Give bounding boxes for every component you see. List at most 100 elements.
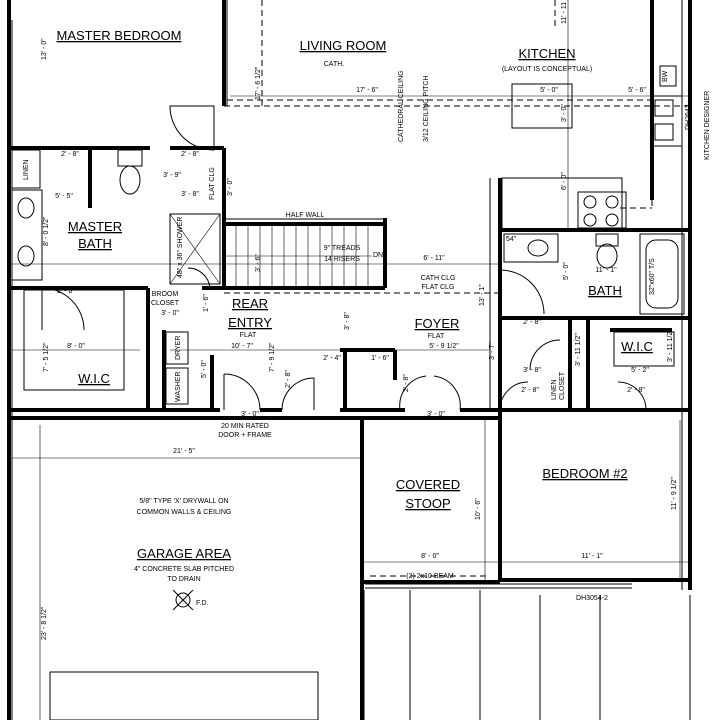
note-linen-closet: CLOSET	[559, 371, 566, 400]
note-flat-rear: FLAT	[240, 332, 257, 339]
note-drywall-2: COMMON WALLS & CEILING	[137, 509, 232, 516]
walls	[7, 0, 692, 720]
dim-3-8-a: 3' - 8"	[181, 191, 199, 198]
note-slab-1: 4" CONCRETE SLAB PITCHED	[134, 566, 234, 573]
dim-23-8-half: 23' - 8 1/2"	[41, 606, 48, 640]
dim-6-0-kitchen: 6' - 0"	[561, 172, 568, 190]
dim-2-8-f: 2' - 8"	[523, 319, 541, 326]
dim-5-0-laundry: 5' - 0"	[201, 360, 208, 378]
dim-8-0-stoop: 8' - 0"	[421, 553, 439, 560]
room-kitchen: KITCHEN	[518, 46, 575, 61]
dim-5-6: 5' - 6"	[628, 87, 646, 94]
note-flat-clg: FLAT CLG	[422, 284, 455, 291]
dim-3-0-broom: 3' - 0"	[161, 310, 179, 317]
dimension-labels: 13' - 0" 17' - 6 1/2" 17' - 6" 5' - 0" 5…	[41, 2, 678, 640]
note-half-wall: HALF WALL	[286, 212, 325, 219]
note-linen-left: LINEN	[23, 159, 30, 180]
dim-2-8-e: 2' - 8"	[403, 374, 410, 392]
room-master-bath-line1: MASTER	[68, 219, 122, 234]
beam-hatch	[365, 583, 632, 589]
dim-7-9-half: 7' - 9 1/2"	[269, 342, 276, 372]
note-kitchen-designer: KITCHEN DESIGNER	[704, 91, 711, 160]
room-master-bedroom: MASTER BEDROOM	[57, 28, 182, 43]
dim-3-0-v: 3' - 0"	[227, 178, 234, 196]
dim-11-1-bath: 11' - 1"	[595, 267, 617, 274]
dim-5-9-half: 5' - 9 1/2"	[429, 343, 459, 350]
dim-3-9: 3' - 9"	[163, 172, 181, 179]
room-wic-right: W.I.C	[621, 339, 653, 354]
dim-10-7: 10' - 7"	[231, 343, 253, 350]
room-labels: MASTER BEDROOM LIVING ROOM KITCHEN MASTE…	[57, 28, 653, 561]
dashed-lines	[224, 0, 690, 577]
dim-11-top: 11' - 11	[561, 2, 568, 24]
room-master-bath-line2: BATH	[78, 236, 112, 251]
note-kitchen-layout: (LAYOUT IS CONCEPTUAL)	[502, 66, 592, 73]
room-covered-stoop-line2: STOOP	[405, 496, 450, 511]
dim-8-0-half: 8' - 0 1/2"	[43, 216, 50, 246]
note-flat-foyer: FLAT	[428, 333, 445, 340]
note-treads: 9" TREADS	[324, 245, 361, 252]
dim-3-6-stair: 3' - 6"	[255, 254, 262, 272]
dim-6-11: 6' - 11"	[423, 255, 445, 262]
room-rear-entry-line1: REAR	[232, 296, 268, 311]
dim-8-0-wic: 8' - 0"	[67, 343, 85, 350]
room-foyer: FOYER	[415, 316, 460, 331]
note-dn: DN	[373, 252, 383, 259]
dim-2-8-g: 2' - 8"	[521, 387, 539, 394]
room-rear-entry-line2: ENTRY	[228, 315, 272, 330]
dim-2-4: 2' - 4"	[323, 355, 341, 362]
room-covered-stoop-line1: COVERED	[396, 477, 460, 492]
dim-1-6-b: 1' - 6"	[371, 355, 389, 362]
note-cath: CATH.	[324, 61, 345, 68]
note-broom: BROOM	[152, 291, 179, 298]
dim-3-8-c: 3' - 8"	[523, 367, 541, 374]
dim-1-6: 1' - 6"	[203, 294, 210, 312]
dim-2-8-c: 2' - 8"	[57, 288, 75, 295]
room-living-room: LIVING ROOM	[300, 38, 387, 53]
note-dryer: DRYER	[175, 336, 182, 360]
note-linen-right: LINEN	[551, 379, 558, 400]
dim-2-8-a: 2' - 8"	[61, 151, 79, 158]
room-bedroom-2: BEDROOM #2	[542, 466, 627, 481]
note-tub: 32"x60" T/S	[649, 258, 656, 295]
dim-3-0-foyer: 3' - 0"	[427, 411, 445, 418]
note-bw: BW	[662, 70, 669, 82]
dim-3-7: 3' - 7"	[489, 342, 496, 360]
dim-21-5: 21' - 5"	[173, 448, 195, 455]
dimension-lines	[12, 0, 690, 720]
dim-5-2: 5' - 2"	[631, 367, 649, 374]
note-cathedral-ceiling: CATHEDRAL CEILING	[398, 70, 405, 142]
note-floor-drain: F.D.	[196, 600, 209, 607]
note-drywall-1: 5/8" TYPE 'X' DRYWALL ON	[139, 498, 228, 505]
dim-11-1: 11' - 1"	[581, 553, 603, 560]
notes: CATH. (LAYOUT IS CONCEPTUAL) CATHEDRAL C…	[23, 61, 711, 607]
note-washer: WASHER	[175, 372, 182, 402]
room-wic-left: W.I.C	[78, 371, 110, 386]
dim-17-6: 17' - 6"	[356, 87, 378, 94]
room-bath: BATH	[588, 283, 622, 298]
note-dh2642: DH2642	[685, 104, 692, 130]
note-broom-closet: CLOSET	[151, 300, 180, 307]
dim-10-6: 10' - 6"	[475, 498, 482, 520]
dim-5-0-bath: 5' - 0"	[563, 262, 570, 280]
dim-11-9-half: 11' - 9 1/2"	[671, 477, 678, 510]
dim-13-1: 13' - 1"	[479, 284, 486, 306]
door-swings	[41, 105, 647, 411]
dim-2-8-h: 2' - 8"	[627, 387, 645, 394]
note-slab-2: TO DRAIN	[167, 576, 200, 583]
dim-3-0-door: 3' - 0"	[241, 411, 259, 418]
dim-3-0-kitchen: 3' - 0"	[561, 104, 568, 122]
floor-drain-icon	[172, 589, 194, 611]
dim-17-6-half: 17' - 6 1/2"	[255, 66, 262, 100]
note-risers: 14 RISERS	[324, 256, 360, 263]
note-beam: (2) 2x10 BEAM	[406, 573, 454, 580]
dim-13-0: 13' - 0"	[41, 38, 48, 60]
dim-5-5: 5' - 5"	[55, 193, 73, 200]
note-door-rated: 20 MIN RATED	[221, 423, 269, 430]
dim-3-11-half-b: 3' - 11 1/2"	[667, 329, 674, 362]
dim-7-5-half: 7' - 5 1/2"	[43, 342, 50, 372]
room-garage-area: GARAGE AREA	[137, 546, 231, 561]
note-cath-clg: CATH CLG	[421, 275, 456, 282]
dim-2-8-d: 2' - 8"	[285, 370, 292, 388]
